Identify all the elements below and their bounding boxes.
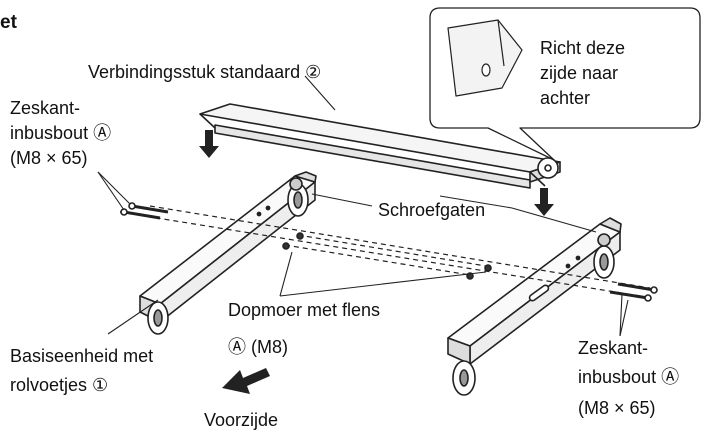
hex-bolt-left-label: Zeskant- inbusbout Ⓐ (M8 × 65) bbox=[10, 96, 111, 171]
cap-nut-line: Ⓐ (M8) bbox=[228, 337, 288, 357]
connector-label: Verbindingsstuk standaard ② bbox=[88, 62, 322, 82]
heading-fragment: et bbox=[0, 12, 17, 33]
base-unit-line: Basiseenheid met bbox=[10, 346, 154, 366]
cap-nut-line: Dopmoer met flens bbox=[228, 300, 381, 320]
hex-bolt-right-line: Zeskant- bbox=[578, 338, 649, 358]
down-arrows bbox=[199, 130, 554, 216]
right-bolts bbox=[609, 282, 658, 302]
callout-text: Richt deze zijde naar achter bbox=[540, 36, 625, 111]
leader-lines bbox=[97, 75, 629, 337]
screw-holes-label: Schroefgaten bbox=[378, 200, 486, 220]
callout-line: achter bbox=[540, 88, 591, 108]
front-arrow bbox=[222, 368, 270, 394]
hex-bolt-left-line: (M8 × 65) bbox=[10, 148, 88, 168]
cap-nut-label: Dopmoer met flens Ⓐ (M8) bbox=[228, 298, 380, 360]
hex-bolt-right-label: Zeskant- inbusbout Ⓐ (M8 × 65) bbox=[578, 336, 679, 421]
hex-bolt-left-line: inbusbout Ⓐ bbox=[10, 123, 112, 143]
front-label: Voorzijde bbox=[204, 410, 279, 430]
hex-bolt-left-line: Zeskant- bbox=[10, 98, 81, 118]
callout-line: Richt deze bbox=[540, 38, 626, 58]
left-bolts bbox=[120, 202, 169, 220]
cap-nuts bbox=[282, 232, 492, 280]
left-leg bbox=[139, 171, 317, 335]
assembly-dashed-lines bbox=[119, 205, 651, 297]
connector-bar bbox=[199, 103, 561, 189]
hex-bolt-right-line: (M8 × 65) bbox=[578, 398, 656, 418]
callout-bubble bbox=[429, 7, 701, 161]
base-unit-line: rolvoetjes ① bbox=[10, 375, 109, 395]
hex-bolt-right-line: inbusbout Ⓐ bbox=[578, 367, 680, 387]
base-unit-label: Basiseenheid met rolvoetjes ① bbox=[10, 344, 153, 398]
callout-line: zijde naar bbox=[540, 63, 619, 83]
right-leg bbox=[447, 217, 622, 396]
